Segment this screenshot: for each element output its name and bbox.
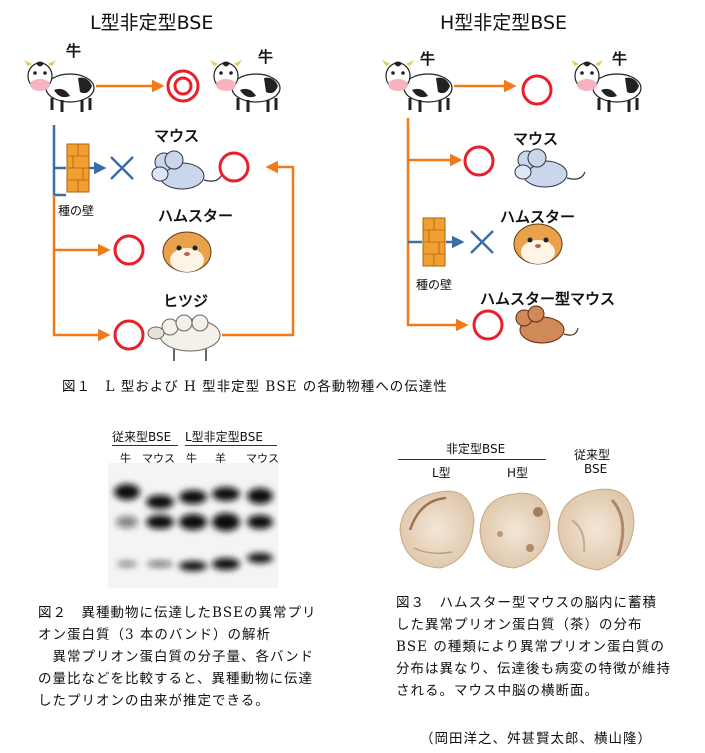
right-title: H型非定型BSE <box>440 8 567 35</box>
h-type-label: H型 <box>507 464 528 481</box>
caption-line: 図２ 異種動物に伝達したBSEの異常プリ <box>38 602 368 624</box>
species-barrier-icon <box>423 218 445 266</box>
circle-icon <box>115 236 143 264</box>
figure1-caption: 図１ L 型および H 型非定型 BSE の各動物種への伝達性 <box>62 376 448 398</box>
lane-label: 羊 <box>215 450 226 466</box>
caption-line: 異常プリオン蛋白質の分子量、各バンド <box>38 646 368 668</box>
group-underline <box>185 445 277 446</box>
circle-icon <box>220 153 248 181</box>
l-type-label: L型 <box>432 464 451 481</box>
figure1-graphics <box>0 0 705 400</box>
authors: （岡田洋之、舛甚賢太郎、横山隆） <box>420 728 652 750</box>
figure3-caption: 図３ ハムスター型マウスの脳内に蓄積 した異常プリオン蛋白質（茶）の分布 BSE… <box>396 592 701 702</box>
circle-icon <box>115 321 143 349</box>
hamster-icon <box>514 224 562 264</box>
circle-icon <box>474 311 502 339</box>
caption-line: した異常プリオン蛋白質（茶）の分布 <box>396 614 701 636</box>
caption-line: される。マウス中脳の横断面。 <box>396 680 701 702</box>
hamster-mouse-icon <box>516 306 578 343</box>
circle-icon <box>523 76 551 104</box>
species-barrier-icon <box>67 144 89 192</box>
group-label-atypical: 非定型BSE <box>446 440 505 457</box>
species-barrier-label: 種の壁 <box>58 202 94 219</box>
hamster-label: ハムスター <box>500 206 575 227</box>
lane-label: 牛 <box>186 450 197 466</box>
cow-label: 牛 <box>612 48 627 69</box>
mouse-label: マウス <box>513 128 558 149</box>
caption-line: BSE の種類により異常プリオン蛋白質の <box>396 636 701 658</box>
sheep-label: ヒツジ <box>163 290 208 311</box>
lane-label: 牛 <box>120 450 131 466</box>
cow-label: 牛 <box>420 48 435 69</box>
group-label-l-type: L型非定型BSE <box>185 428 263 445</box>
cow-icon <box>210 60 280 112</box>
blocked-branch <box>54 125 66 195</box>
brain-section-conventional <box>558 489 634 570</box>
cross-icon <box>111 157 133 179</box>
caption-line: 分布は異なり、伝達後も病変の特徴が維持 <box>396 658 701 680</box>
caption-line: の量比などを比較すると、異種動物に伝達 <box>38 668 368 690</box>
mouse-icon <box>152 151 222 189</box>
hamster-icon <box>163 232 211 272</box>
hamster-label: ハムスター <box>158 205 233 226</box>
species-barrier-label: 種の壁 <box>416 276 452 293</box>
circle-icon <box>465 147 493 175</box>
cow-icon <box>571 60 641 112</box>
caption-line: 図３ ハムスター型マウスの脳内に蓄積 <box>396 592 701 614</box>
lane-label: マウス <box>142 450 175 466</box>
cross-icon <box>471 231 493 253</box>
mouse-label: マウス <box>154 125 199 146</box>
cow-icon <box>24 60 94 112</box>
conventional-label: 従来型 <box>574 446 610 463</box>
group-underline <box>112 445 178 446</box>
sheep-icon <box>148 315 220 361</box>
left-title: L型非定型BSE <box>90 8 213 35</box>
group-underline <box>398 459 546 460</box>
cow-label: 牛 <box>66 40 81 61</box>
hamster-mouse-label: ハムスター型マウス <box>480 288 615 309</box>
caption-line: したプリオンの由来が推定できる。 <box>38 690 368 712</box>
lane-label: マウス <box>246 450 279 466</box>
cow-label: 牛 <box>258 46 273 67</box>
cow-icon <box>382 60 452 112</box>
double-circle-icon <box>168 71 198 101</box>
brain-section-h <box>480 493 550 568</box>
caption-line: オン蛋白質（3 本のバンド）の解析 <box>38 624 368 646</box>
figure2-caption: 図２ 異種動物に伝達したBSEの異常プリ オン蛋白質（3 本のバンド）の解析 異… <box>38 602 368 712</box>
group-label-conventional: 従来型BSE <box>112 428 171 445</box>
brain-section-l <box>400 491 474 568</box>
conventional-label: BSE <box>584 462 607 476</box>
mouse-icon <box>515 149 585 187</box>
